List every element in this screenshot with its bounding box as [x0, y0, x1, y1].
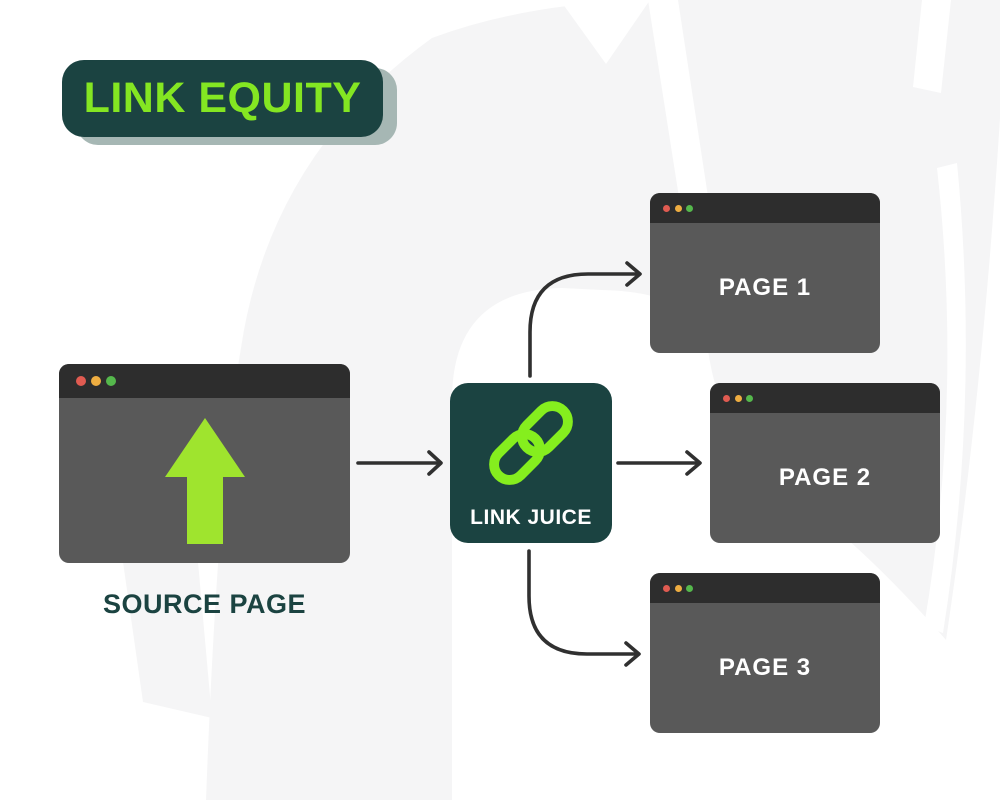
link-juice-box: LINK JUICE: [450, 383, 612, 543]
traffic-light-yellow-icon: [91, 376, 101, 386]
window-body: PAGE 3: [650, 603, 880, 733]
traffic-light-red-icon: [663, 584, 670, 592]
traffic-light-green-icon: [746, 394, 753, 402]
traffic-light-green-icon: [106, 376, 116, 386]
source-page-window: [59, 364, 350, 563]
window-titlebar: [650, 193, 880, 223]
background-stripe: [452, 545, 498, 800]
window-body: PAGE 2: [710, 413, 940, 543]
growth-arrow-icon: [164, 417, 245, 544]
arrow-juice-to-page2: [616, 450, 702, 476]
window-titlebar: [650, 573, 880, 603]
window-body: [59, 398, 350, 563]
background-stripe: [924, 163, 966, 633]
page3-window: PAGE 3: [650, 573, 880, 733]
link-juice-label: LINK JUICE: [470, 506, 592, 529]
background-stripe: [913, 0, 951, 93]
traffic-light-green-icon: [686, 204, 693, 212]
page1-label: PAGE 1: [718, 274, 812, 301]
arrow-juice-to-page1: [528, 261, 642, 378]
traffic-light-red-icon: [76, 376, 86, 386]
background-wedge: [123, 562, 212, 718]
background-stripe: [648, 0, 714, 242]
background-stripe: [560, 0, 650, 64]
window-titlebar: [710, 383, 940, 413]
traffic-light-yellow-icon: [734, 394, 742, 402]
link-icon: [479, 391, 583, 500]
traffic-light-green-icon: [686, 584, 693, 592]
traffic-light-red-icon: [663, 204, 670, 212]
page-title: LINK EQUITY: [83, 74, 362, 122]
page2-label: PAGE 2: [778, 464, 872, 491]
arrow-juice-to-page3: [527, 549, 641, 667]
page1-window: PAGE 1: [650, 193, 880, 353]
title-badge: LINK EQUITY: [62, 60, 383, 137]
traffic-light-red-icon: [723, 394, 730, 402]
arrow-source-to-juice: [356, 450, 443, 476]
page2-window: PAGE 2: [710, 383, 940, 543]
traffic-light-yellow-icon: [674, 584, 682, 592]
window-titlebar: [59, 364, 350, 398]
source-page-caption: SOURCE PAGE: [102, 589, 307, 619]
traffic-light-yellow-icon: [674, 204, 682, 212]
page3-label: PAGE 3: [718, 654, 812, 681]
window-body: PAGE 1: [650, 223, 880, 353]
